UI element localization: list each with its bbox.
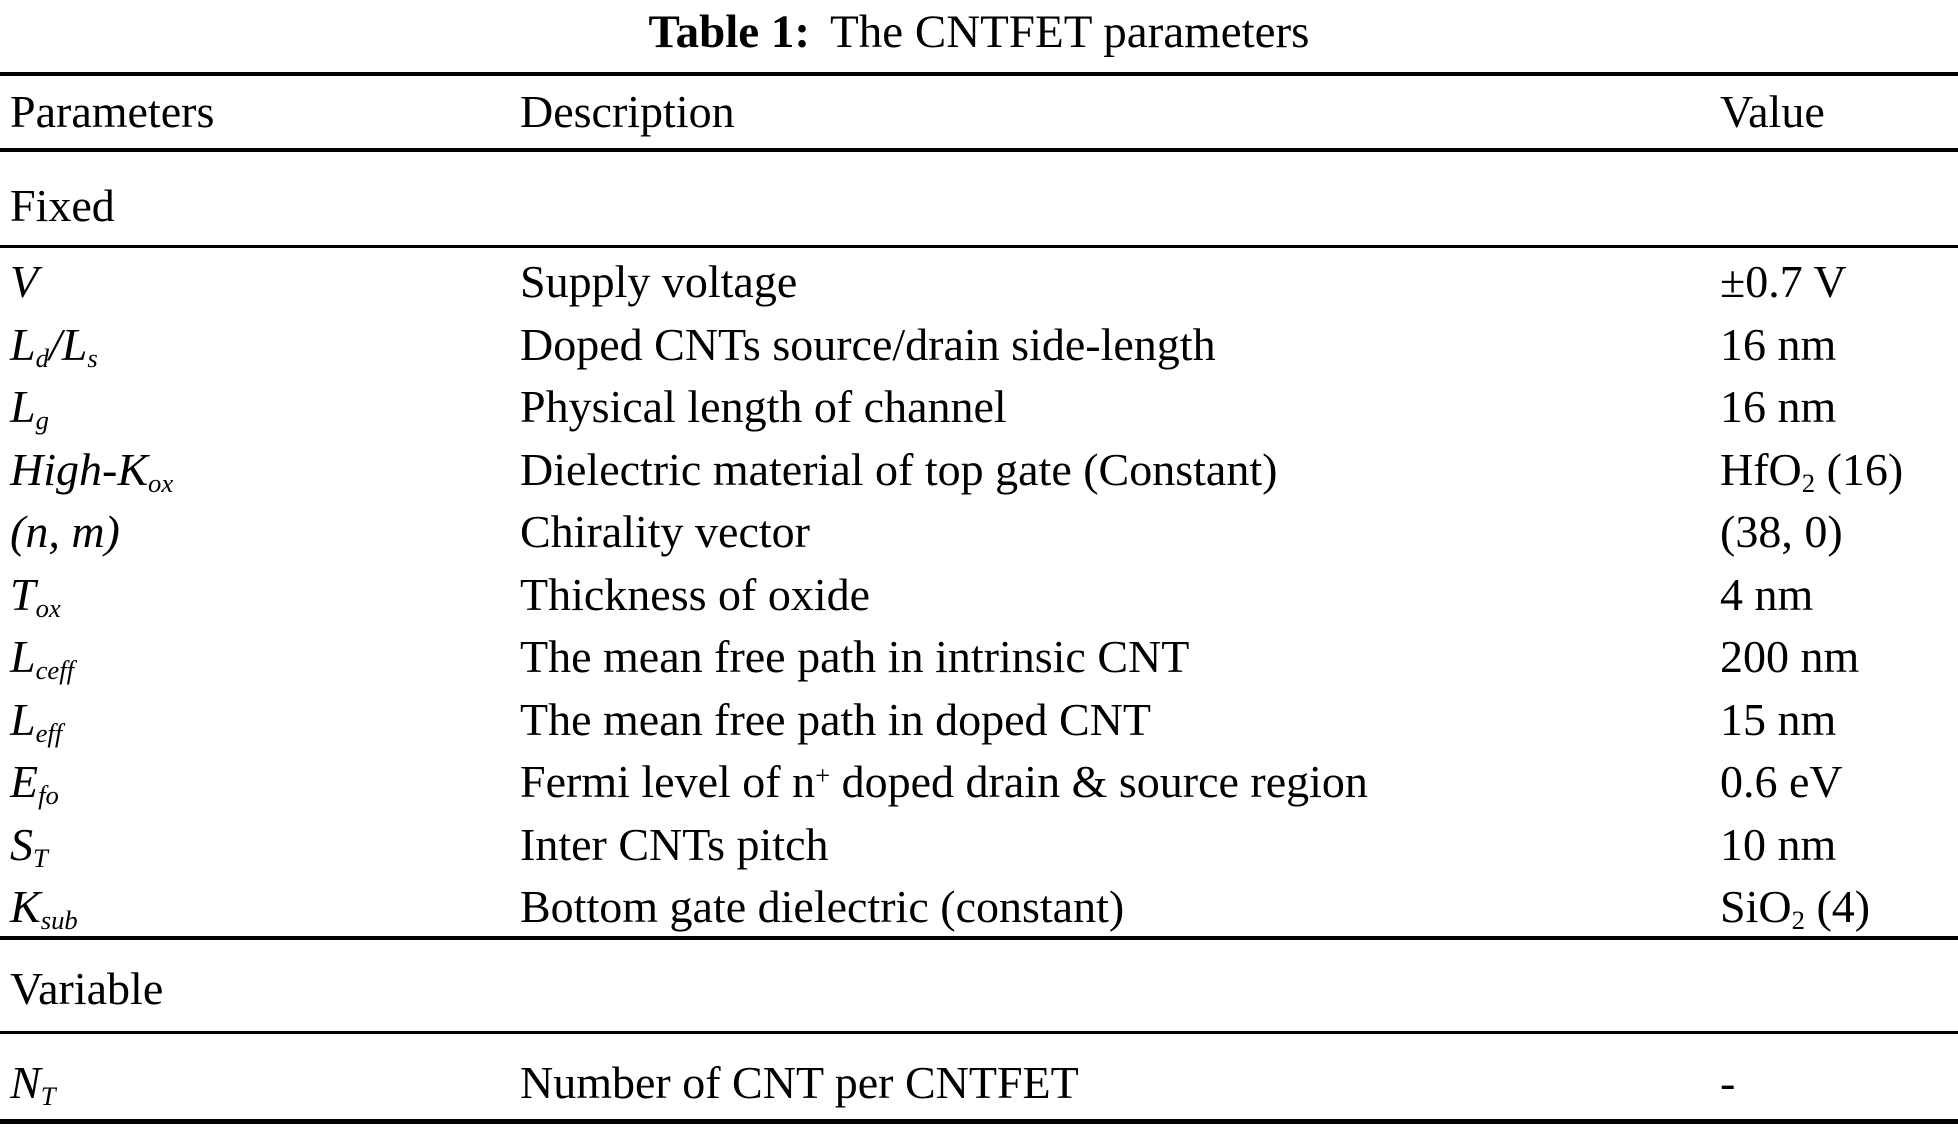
value-cell: 200 nm	[1720, 631, 1860, 683]
table-number-label: Table 1:	[648, 5, 811, 58]
table-row: Ksub Bottom gate dielectric (constant) SiO…	[0, 873, 1958, 936]
column-header-parameters: Parameters	[10, 85, 215, 137]
value-cell: HfO2 (16)	[1720, 443, 1904, 498]
table-row: NT Number of CNT per CNTFET -	[0, 1034, 1958, 1119]
section-row: Variable	[0, 940, 1958, 1031]
table-row: Ld/Ls Doped CNTs source/drain side-length…	[0, 311, 1958, 374]
value-cell: 16 nm	[1720, 318, 1837, 370]
fixed-section-end-rule	[0, 935, 1958, 940]
table-bottom-rule	[0, 1118, 1958, 1124]
value-cell: 15 nm	[1720, 693, 1837, 745]
value-cell: 4 nm	[1720, 568, 1814, 620]
param-cell: Tox	[10, 568, 61, 623]
section-underline-rule	[0, 245, 1958, 248]
param-cell: High-Kox	[10, 443, 174, 498]
header-bottom-rule	[0, 148, 1958, 152]
param-cell: V	[10, 256, 39, 308]
table-row: Leff The mean free path in doped CNT 15 nm	[0, 686, 1958, 749]
description-cell: Bottom gate dielectric (constant)	[520, 881, 1125, 933]
column-header-value: Value	[1720, 85, 1825, 137]
description-cell: Doped CNTs source/drain side-length	[520, 318, 1216, 370]
description-cell: Supply voltage	[520, 256, 798, 308]
param-cell: Ksub	[10, 881, 78, 936]
param-cell: (n, m)	[10, 506, 120, 558]
param-cell: Leff	[10, 693, 63, 748]
param-cell: Lg	[10, 381, 49, 436]
description-cell: Physical length of channel	[520, 381, 1007, 433]
description-cell: Dielectric material of top gate (Constan…	[520, 443, 1278, 495]
value-cell: -	[1720, 1056, 1736, 1108]
param-cell: NT	[10, 1056, 56, 1112]
table-row: (n, m) Chirality vector (38, 0)	[0, 498, 1958, 561]
table-caption: Table 1: The CNTFET parameters	[0, 0, 1958, 72]
description-cell: Number of CNT per CNTFET	[520, 1056, 1079, 1108]
value-cell: (38, 0)	[1720, 506, 1843, 558]
value-cell: 16 nm	[1720, 381, 1837, 433]
description-cell: The mean free path in intrinsic CNT	[520, 631, 1190, 683]
table-header-row: Parameters Description Value	[0, 76, 1958, 148]
value-cell: 0.6 eV	[1720, 756, 1843, 808]
value-cell: 10 nm	[1720, 818, 1837, 870]
table-title: The CNTFET parameters	[830, 5, 1310, 58]
value-cell: SiO2 (4)	[1720, 881, 1871, 936]
table-row: ST Inter CNTs pitch 10 nm	[0, 811, 1958, 874]
table-row: Tox Thickness of oxide 4 nm	[0, 561, 1958, 624]
table-row: Lceff The mean free path in intrinsic CNT…	[0, 623, 1958, 686]
table-top-rule	[0, 72, 1958, 76]
param-cell: Efo	[10, 756, 59, 811]
param-cell: ST	[10, 818, 48, 873]
description-cell: The mean free path in doped CNT	[520, 693, 1151, 745]
table-row: Efo Fermi level of n+ doped drain & sourc…	[0, 748, 1958, 811]
description-cell: Thickness of oxide	[520, 568, 871, 620]
column-header-description: Description	[520, 85, 735, 137]
description-cell: Inter CNTs pitch	[520, 818, 829, 870]
table-row: Lg Physical length of channel 16 nm	[0, 373, 1958, 436]
table-row: High-Kox Dielectric material of top gate …	[0, 436, 1958, 499]
param-cell: Ld/Ls	[10, 318, 98, 373]
table-row: V Supply voltage ±0.7 V	[0, 248, 1958, 311]
value-cell: ±0.7 V	[1720, 256, 1847, 308]
param-cell: Lceff	[10, 631, 75, 686]
section-label: Fixed	[10, 179, 115, 231]
section-row: Fixed	[0, 152, 1958, 245]
section-underline-rule	[0, 1030, 1958, 1034]
description-cell: Chirality vector	[520, 506, 810, 558]
section-label: Variable	[10, 963, 164, 1014]
description-cell: Fermi level of n+ doped drain & source r…	[520, 756, 1368, 808]
